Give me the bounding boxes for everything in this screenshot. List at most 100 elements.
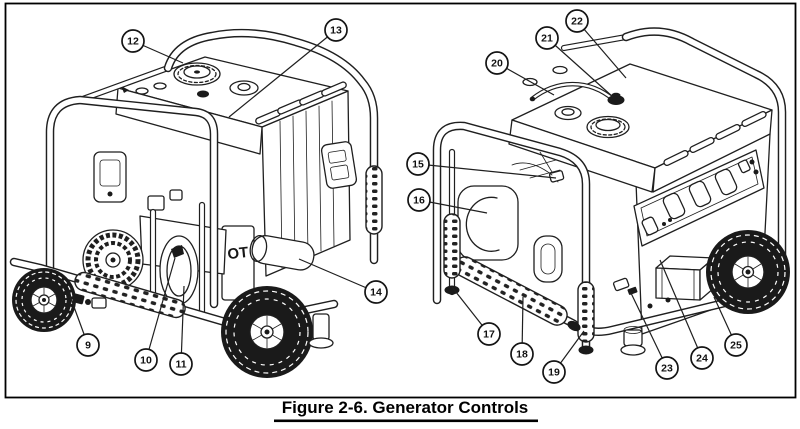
tank-ribs bbox=[255, 81, 347, 125]
callout-circle-16 bbox=[407, 188, 431, 212]
callout-circle-20 bbox=[485, 51, 509, 75]
leader-line-10 bbox=[145, 257, 176, 361]
callout-22: 22 bbox=[565, 9, 627, 79]
callout-number-16: 16 bbox=[413, 195, 425, 207]
receptacle bbox=[688, 180, 712, 208]
receptacle bbox=[714, 168, 738, 196]
callout-circle-15 bbox=[406, 152, 430, 176]
callout-number-23: 23 bbox=[661, 363, 673, 375]
callout-11: 11 bbox=[169, 285, 193, 376]
caption-underline bbox=[274, 419, 538, 423]
callout-number-14: 14 bbox=[370, 287, 382, 299]
figure-border-frame bbox=[4, 2, 797, 399]
fuel-hose bbox=[529, 81, 617, 103]
callout-circle-14 bbox=[364, 280, 388, 304]
left-generator-illustration: OT bbox=[12, 33, 383, 378]
air-cleaner-cover bbox=[457, 185, 519, 261]
callout-circle-21 bbox=[535, 26, 559, 50]
grip-sleeve bbox=[443, 213, 461, 279]
fuel-vent-cap bbox=[607, 92, 625, 105]
callout-number-11: 11 bbox=[175, 359, 186, 371]
front-wheel bbox=[12, 268, 76, 332]
callout-number-20: 20 bbox=[491, 58, 503, 70]
callout-circle-23 bbox=[655, 356, 679, 380]
callout-10: 10 bbox=[134, 257, 176, 372]
leader-line-21 bbox=[546, 37, 614, 98]
callout-16: 16 bbox=[407, 188, 488, 214]
callout-number-15: 15 bbox=[412, 159, 424, 171]
leader-line-13 bbox=[228, 29, 337, 118]
callout-number-12: 12 bbox=[127, 36, 139, 48]
grip-sleeve bbox=[365, 165, 383, 235]
side-panel-louvers bbox=[279, 100, 335, 269]
brand-logo-fragment: OT bbox=[227, 244, 250, 263]
heat-shield bbox=[74, 271, 186, 319]
callout-circle-22 bbox=[565, 9, 589, 33]
grip-sleeve bbox=[577, 281, 595, 343]
callout-14: 14 bbox=[298, 258, 388, 304]
fuel-gauge bbox=[229, 80, 259, 96]
leader-line-11 bbox=[180, 285, 185, 365]
tank-ribs bbox=[663, 110, 767, 167]
callout-25: 25 bbox=[713, 296, 748, 357]
panel-switch bbox=[737, 159, 751, 174]
callout-number-10: 10 bbox=[140, 355, 152, 367]
callout-number-9: 9 bbox=[85, 340, 91, 352]
tube-end-cap bbox=[567, 320, 581, 332]
receptacle-small bbox=[641, 216, 659, 236]
fuel-cap bbox=[173, 62, 221, 86]
callout-circle-18 bbox=[510, 342, 534, 366]
callout-circle-25 bbox=[724, 333, 748, 357]
leader-line-23 bbox=[629, 290, 668, 369]
rear-wheel bbox=[221, 286, 313, 378]
callout-number-13: 13 bbox=[330, 25, 342, 37]
callout-12: 12 bbox=[121, 29, 184, 64]
generator-body-side-panel bbox=[261, 90, 358, 277]
support-foot bbox=[308, 313, 334, 349]
callout-circle-24 bbox=[690, 346, 714, 370]
right-generator-illustration bbox=[437, 32, 790, 356]
fuel-cap bbox=[586, 115, 630, 139]
callout-circle-9 bbox=[76, 333, 100, 357]
battery-box bbox=[655, 255, 715, 301]
callout-20: 20 bbox=[485, 51, 555, 96]
leader-line-24 bbox=[659, 259, 703, 359]
brand-plate: OT bbox=[221, 225, 255, 301]
callout-number-18: 18 bbox=[516, 349, 528, 361]
callout-circle-11 bbox=[169, 352, 193, 376]
callout-23: 23 bbox=[629, 290, 679, 380]
callout-number-24: 24 bbox=[696, 353, 708, 365]
callout-21: 21 bbox=[535, 26, 614, 98]
callout-13: 13 bbox=[228, 18, 348, 118]
leader-line-14 bbox=[298, 258, 377, 293]
support-foot bbox=[620, 326, 646, 356]
tube-end-cap bbox=[578, 345, 594, 355]
callout-number-25: 25 bbox=[730, 340, 742, 352]
callout-number-22: 22 bbox=[571, 16, 583, 28]
side-outlet-box bbox=[320, 141, 358, 189]
spark-plug-wire bbox=[511, 162, 553, 176]
callout-18: 18 bbox=[510, 296, 534, 366]
callout-circle-19 bbox=[542, 360, 566, 384]
fuel-valve-knob bbox=[197, 90, 209, 98]
callout-layer: 9 10 11 12 13 14 15 16 17 18 19 20 21 22 23 24 25 bbox=[69, 9, 748, 384]
callout-9: 9 bbox=[69, 295, 100, 357]
callout-24: 24 bbox=[659, 259, 714, 370]
air-filter-cover bbox=[159, 235, 199, 305]
choke-knob bbox=[171, 245, 184, 258]
engine-detail bbox=[511, 151, 565, 183]
leader-line-15 bbox=[417, 163, 557, 179]
figure-caption: Figure 2-6. Generator Controls bbox=[282, 398, 529, 417]
callout-19: 19 bbox=[542, 330, 585, 384]
left-face-panel bbox=[93, 151, 127, 203]
mounting-brackets bbox=[612, 277, 671, 309]
spark-plug bbox=[548, 170, 565, 183]
callout-circle-10 bbox=[134, 348, 158, 372]
muffler bbox=[249, 234, 315, 271]
callout-number-17: 17 bbox=[483, 329, 495, 341]
callout-15: 15 bbox=[406, 152, 557, 179]
callout-number-21: 21 bbox=[541, 33, 553, 45]
receptacle bbox=[662, 192, 686, 220]
fuel-gauge bbox=[554, 105, 582, 121]
